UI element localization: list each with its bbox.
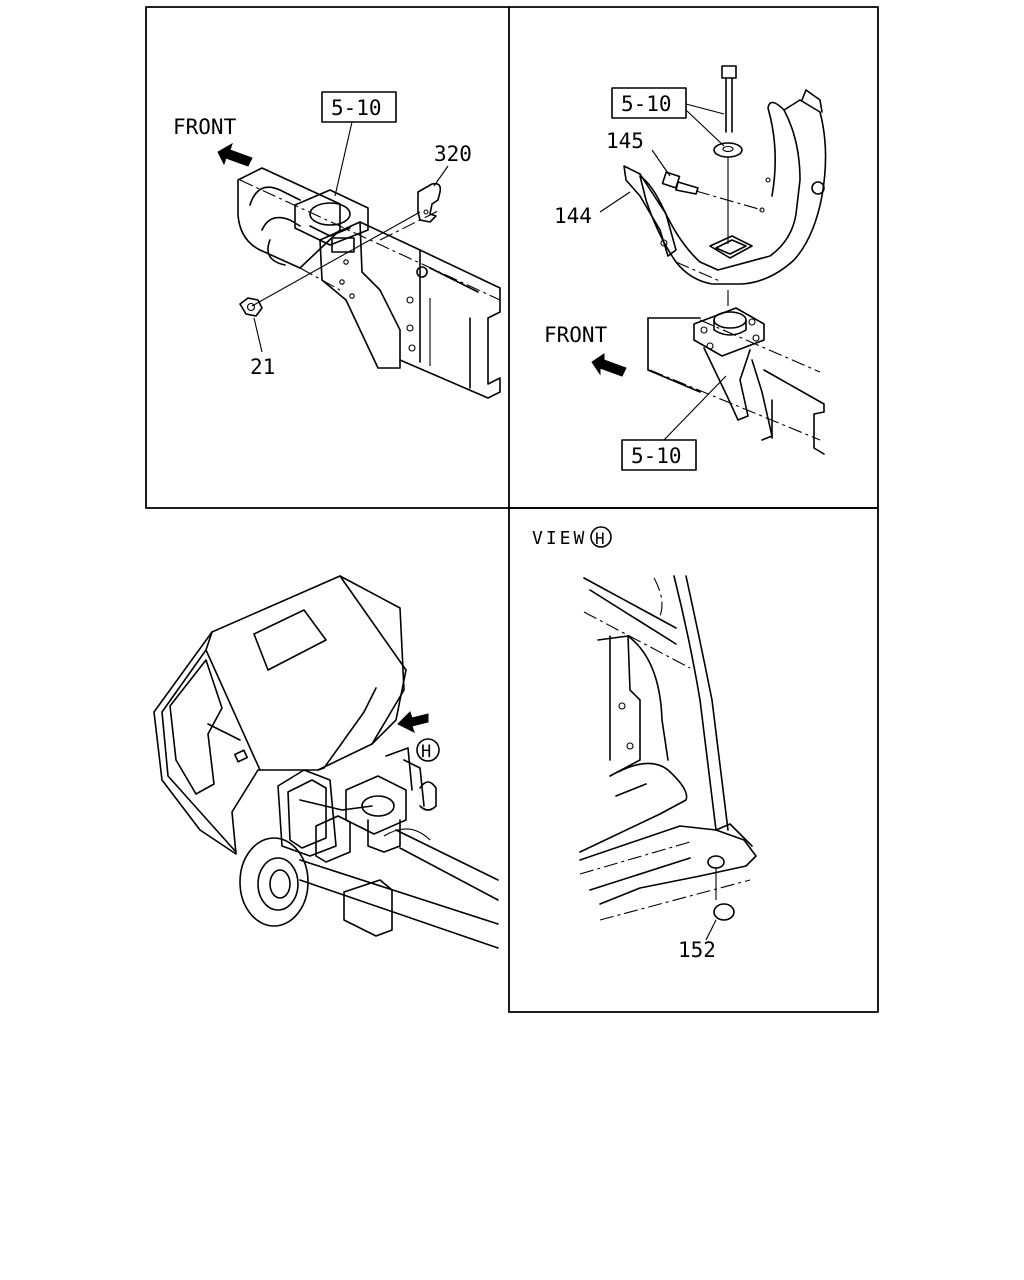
bolt-part-145[interactable] <box>661 171 699 195</box>
plug-part-152[interactable] <box>713 903 735 921</box>
view-marker-h-icon-right: H <box>590 526 612 548</box>
washer <box>713 142 743 158</box>
frame-underside-drawing <box>579 575 757 921</box>
front-label: FRONT <box>173 115 237 139</box>
frame-bracket-drawing <box>237 167 501 399</box>
panel-frames <box>145 6 879 1013</box>
ref-box-bottom-label: 5-10 <box>631 444 682 468</box>
view-marker-h: H <box>421 742 431 762</box>
clip-part-320[interactable] <box>417 182 442 223</box>
callout-145: 145 <box>606 129 644 153</box>
front-arrow-icon-right <box>591 353 627 377</box>
ref-box-top-label: 5-10 <box>621 92 672 116</box>
ref-box-5-10[interactable] <box>321 91 397 123</box>
mount-bolt <box>721 65 737 133</box>
callout-152: 152 <box>678 938 716 962</box>
panel-bottom-right: VIEW H <box>532 526 757 962</box>
panel-top-left: 5-10 FRONT <box>173 91 501 399</box>
panel-bottom-left: H <box>153 575 499 949</box>
panel-top-right: 5-10 145 144 <box>544 65 827 471</box>
view-marker-h-icon: H <box>416 738 440 762</box>
callout-320: 320 <box>434 142 472 166</box>
cab-mount-bracket-drawing <box>623 89 827 455</box>
ref-box-label: 5-10 <box>331 96 382 120</box>
truck-cab-drawing <box>153 575 499 949</box>
view-label: VIEW <box>532 528 587 549</box>
view-direction-arrow-icon <box>397 711 429 733</box>
ref-box-bottom-5-10[interactable] <box>621 439 697 471</box>
ref-box-top-5-10[interactable] <box>611 87 687 119</box>
callout-21: 21 <box>250 355 275 379</box>
view-marker-h-right: H <box>595 529 605 548</box>
front-label-right: FRONT <box>544 323 608 347</box>
nut-part-21[interactable] <box>239 297 263 317</box>
front-arrow-icon <box>217 142 253 167</box>
callout-144: 144 <box>554 204 592 228</box>
